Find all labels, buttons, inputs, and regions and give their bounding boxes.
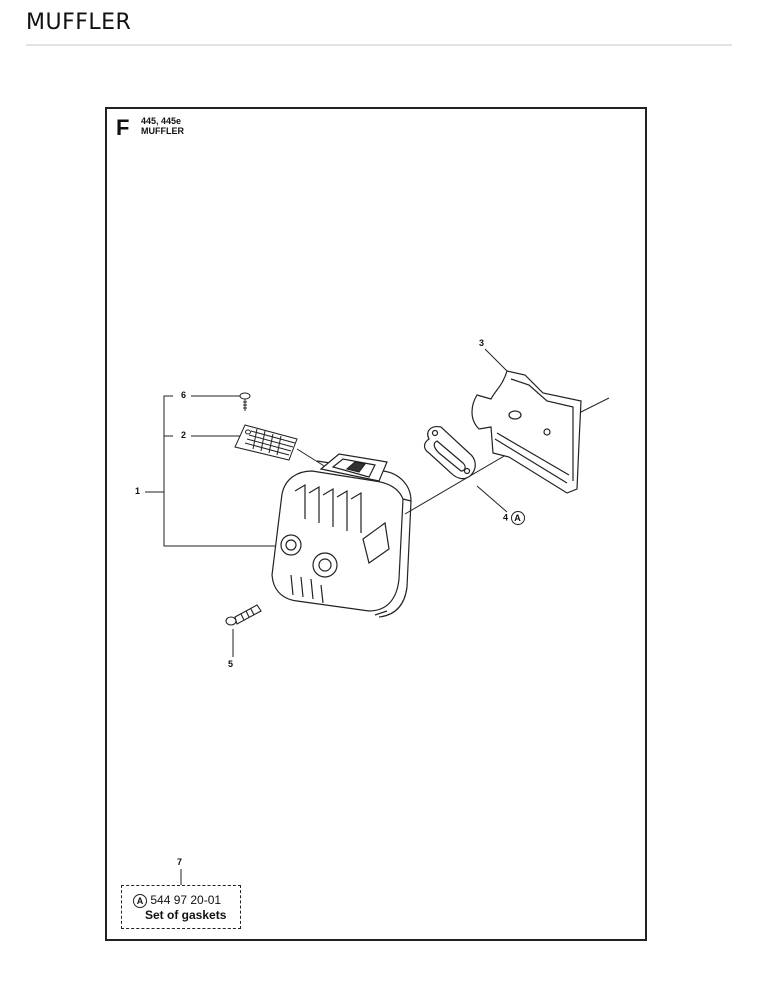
screw-6	[239, 392, 251, 411]
callout-7: 7	[177, 857, 183, 867]
kit-marker-icon: A	[510, 511, 525, 525]
bracket-1	[163, 395, 277, 547]
leader-4	[476, 485, 508, 513]
shield-plate-2	[234, 424, 330, 470]
section-name: MUFFLER	[141, 126, 184, 136]
bolt-5	[225, 604, 262, 626]
kit-part-number-row: A 544 97 20-01	[133, 893, 221, 908]
bracket-3	[471, 370, 582, 494]
section-letter: F	[116, 115, 130, 140]
callout-4: 4 A	[503, 511, 525, 525]
leader-3	[484, 348, 508, 372]
page-title: MUFFLER	[26, 10, 132, 35]
kit-marker-icon: A	[133, 893, 147, 908]
section-models: 445, 445e	[141, 116, 182, 126]
callout-4-number: 4	[503, 512, 509, 523]
callout-2: 2	[181, 430, 187, 440]
parts-diagram-frame: F 445, 445e MUFFLER	[105, 107, 647, 941]
kit-description: Set of gaskets	[145, 908, 227, 922]
callout-5: 5	[228, 659, 234, 669]
callout-1: 1	[135, 486, 141, 496]
title-divider	[26, 44, 732, 46]
muffler-body-1	[271, 453, 412, 618]
callout-3: 3	[479, 338, 485, 348]
gasket-kit-box: A 544 97 20-01 Set of gaskets	[121, 885, 241, 929]
tube-line	[576, 397, 610, 415]
callout-6: 6	[181, 390, 187, 400]
kit-part-number: 544 97 20-01	[150, 893, 222, 907]
gasket-4	[423, 426, 476, 480]
exploded-view-diagram	[145, 348, 610, 885]
